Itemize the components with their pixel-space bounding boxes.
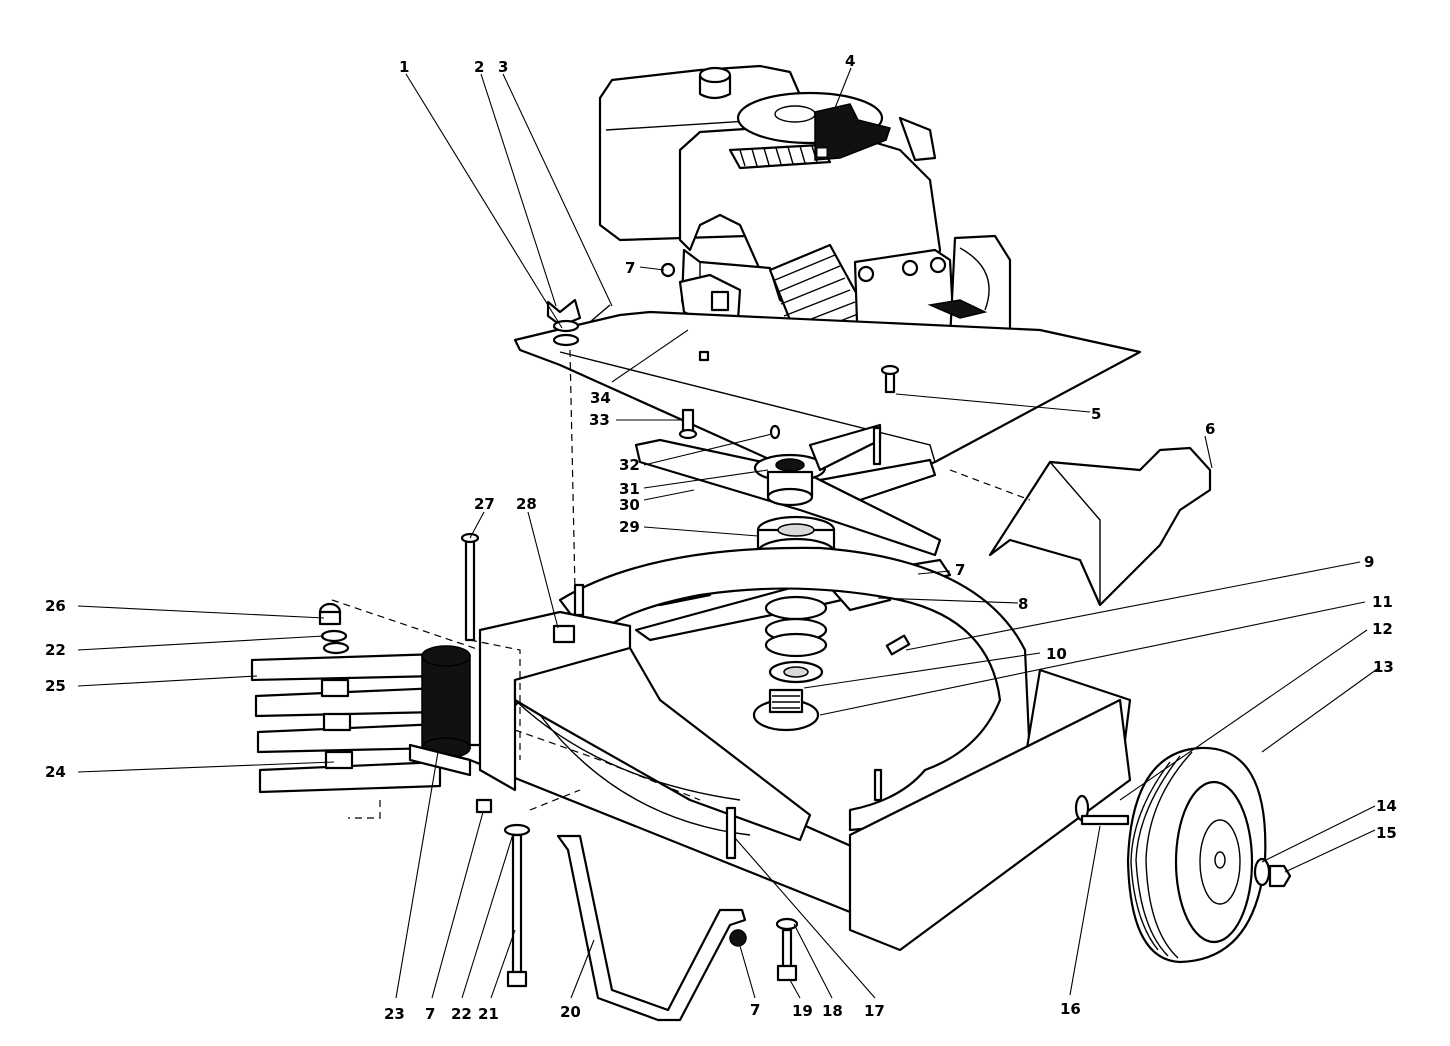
callout-11: 11 [1372, 593, 1393, 611]
leader-lines [77, 67, 1381, 999]
callout-33: 33 [589, 411, 610, 429]
callout-7-engine: 7 [625, 259, 635, 277]
callout-8: 8 [1018, 595, 1028, 613]
bolt-27 [460, 532, 480, 642]
callout-7-bottom: 7 [750, 1001, 760, 1019]
nut-28 [552, 624, 576, 644]
callout-15: 15 [1376, 824, 1397, 842]
callout-19: 19 [792, 1002, 813, 1020]
nut-7-bottom [729, 929, 747, 947]
callout-17: 17 [864, 1002, 885, 1020]
bolt-19 [775, 917, 799, 982]
callout-22-bottom: 22 [451, 1005, 472, 1023]
callout-13: 13 [1373, 658, 1394, 676]
handle-bracket [556, 834, 747, 1022]
callout-10: 10 [1046, 645, 1067, 663]
callout-28: 28 [516, 495, 537, 513]
callout-14: 14 [1376, 797, 1397, 815]
roller [421, 645, 471, 759]
callout-2: 2 [474, 58, 484, 76]
callout-29: 29 [619, 518, 640, 536]
engine-assembly [513, 64, 1142, 502]
bolt-33 [678, 408, 698, 440]
callout-12: 12 [1372, 620, 1393, 638]
callout-16: 16 [1060, 1000, 1081, 1018]
starter-control [814, 103, 891, 161]
callout-4: 4 [845, 52, 855, 70]
callout-27: 27 [474, 495, 495, 513]
mower-housing [408, 446, 1212, 952]
callout-31: 31 [619, 480, 640, 498]
callout-1: 1 [399, 58, 409, 76]
assembly-guide-lines [331, 349, 1031, 819]
wheel-hub [1174, 780, 1254, 944]
wing-nut [546, 298, 582, 347]
callout-32: 32 [619, 456, 640, 474]
nut-7-left [475, 798, 493, 814]
callout-5: 5 [1091, 405, 1101, 423]
bolt-5 [880, 364, 900, 394]
wheel-assembly [1074, 746, 1292, 964]
callout-30: 30 [619, 496, 640, 514]
callout-25: 25 [45, 677, 66, 695]
callout-23: 23 [384, 1005, 405, 1023]
callout-labels: 1 2 3 4 5 6 7 7 7 7 8 9 10 11 12 13 14 1… [45, 52, 1397, 1023]
callout-21: 21 [478, 1005, 499, 1023]
cutter-bar-stack [250, 602, 472, 794]
callout-6: 6 [1205, 420, 1215, 438]
callout-22-left: 22 [45, 641, 66, 659]
callout-9: 9 [1364, 553, 1374, 571]
callout-18: 18 [822, 1002, 843, 1020]
callout-34: 34 [590, 389, 611, 407]
callout-7-left: 7 [425, 1005, 435, 1023]
callout-24: 24 [45, 763, 66, 781]
callout-26: 26 [45, 597, 66, 615]
callout-3: 3 [498, 58, 508, 76]
callout-7-blade: 7 [955, 561, 965, 579]
callout-20: 20 [560, 1003, 581, 1021]
bolt-21 [503, 823, 531, 988]
